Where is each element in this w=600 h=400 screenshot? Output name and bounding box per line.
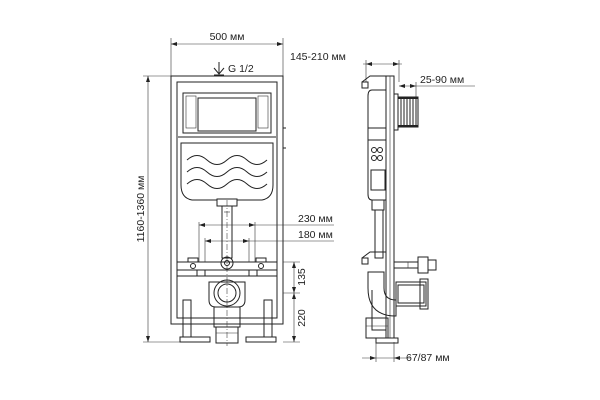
- dim-180: 180 мм: [204, 229, 334, 262]
- side-cistern: [367, 89, 387, 259]
- dim-230-label: 230 мм: [298, 213, 333, 225]
- crossbar: [176, 256, 278, 277]
- water-inlet-label: G 1/2: [228, 63, 254, 75]
- depth-label: 145-210 мм: [290, 51, 346, 63]
- flush-panel: [178, 92, 276, 138]
- frame: [170, 75, 286, 343]
- water-inlet: G 1/2: [213, 62, 254, 76]
- side-frame: [361, 75, 399, 344]
- side-view: 145-210 мм 25-90 мм: [290, 51, 475, 364]
- drain-outlet: [208, 279, 246, 344]
- width-dimension: 500 мм: [170, 31, 284, 76]
- bottom-depth-dimension: 67/87 мм: [362, 342, 450, 364]
- vertical-dims: 135 220: [283, 261, 308, 343]
- dim-180-label: 180 мм: [298, 229, 333, 241]
- side-drain: [365, 271, 429, 339]
- front-view: 500 мм G 1/2 1160-1360 мм: [135, 31, 334, 346]
- dim-135-label: 135: [296, 268, 308, 286]
- side-stud: [393, 256, 437, 274]
- bottom-depth-label: 67/87 мм: [406, 352, 450, 364]
- flush-depth-dimension: 25-90 мм: [399, 74, 475, 97]
- height-dimension: 1160-1360 мм: [135, 75, 182, 343]
- width-label: 500 мм: [210, 31, 245, 43]
- height-label: 1160-1360 мм: [135, 176, 147, 243]
- depth-dimension: 145-210 мм: [290, 51, 402, 82]
- dim-230: 230 мм: [198, 213, 334, 262]
- side-flush-plate: [393, 93, 419, 131]
- dim-220-label: 220: [296, 309, 308, 327]
- flush-depth-label: 25-90 мм: [420, 74, 464, 86]
- cistern: [180, 142, 274, 207]
- flush-pipe: [221, 205, 233, 259]
